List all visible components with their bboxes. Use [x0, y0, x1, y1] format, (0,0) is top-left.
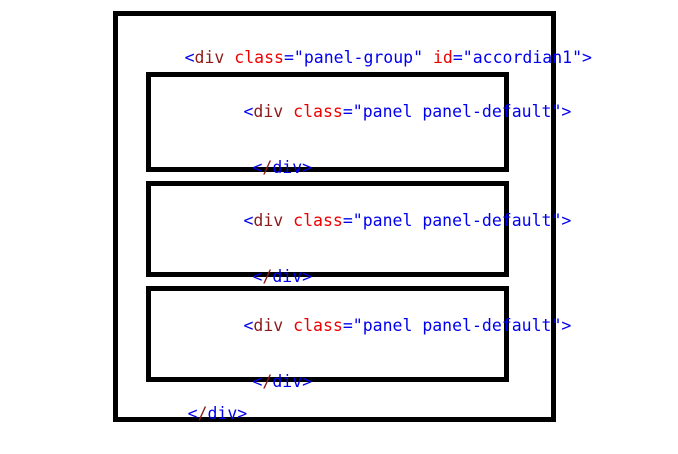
tag-open-delimiter: < — [243, 102, 254, 121]
tag-name: div — [194, 48, 225, 67]
space — [283, 102, 293, 121]
closing-slash: / — [197, 404, 208, 423]
panel-open-tag: <div class="panel panel-default"> — [164, 192, 571, 249]
class-attribute-value: ="panel-group" — [283, 48, 424, 67]
panel-default-box-1: <div class="panel panel-default"> </div> — [146, 72, 571, 177]
tag-name-and-close: div> — [272, 158, 313, 177]
closing-slash: / — [262, 372, 273, 391]
tag-close-delimiter: > — [561, 211, 572, 230]
class-attribute-name: class — [234, 48, 284, 67]
tag-open-delimiter: < — [243, 211, 254, 230]
panel-default-box-2: <div class="panel panel-default"> </div> — [146, 181, 571, 286]
panel-default-box-3: <div class="panel panel-default"> </div> — [146, 286, 571, 391]
tag-open-delimiter: < — [187, 404, 198, 423]
tag-name: div — [253, 316, 284, 335]
id-attribute-name: id — [432, 48, 453, 67]
tag-name-and-close: div> — [207, 404, 248, 423]
space — [283, 316, 293, 335]
class-attribute-value: ="panel panel-default" — [342, 316, 562, 335]
tag-name-and-close: div> — [272, 267, 313, 286]
space — [283, 211, 293, 230]
panel-close-tag: </div> — [173, 139, 312, 196]
panel-close-tag: </div> — [173, 353, 312, 410]
closing-slash: / — [262, 158, 273, 177]
space — [423, 48, 433, 67]
tag-name: div — [253, 102, 284, 121]
panel-group-open-tag: <div class="panel-group" id="accordian1"… — [125, 29, 592, 86]
class-attribute-name: class — [293, 316, 343, 335]
tag-open-delimiter: < — [184, 48, 195, 67]
class-attribute-name: class — [293, 211, 343, 230]
tag-name-and-close: div> — [272, 372, 313, 391]
tag-close-delimiter: > — [561, 102, 572, 121]
tag-open-delimiter: < — [252, 267, 263, 286]
panel-group-close-tag: </div> — [128, 385, 248, 442]
class-attribute-value: ="panel panel-default" — [342, 211, 562, 230]
id-attribute-value: ="accordian1" — [452, 48, 582, 67]
panel-open-tag: <div class="panel panel-default"> — [164, 83, 571, 140]
class-attribute-value: ="panel panel-default" — [342, 102, 562, 121]
closing-slash: / — [262, 267, 273, 286]
panel-group-box: <div class="panel-group" id="accordian1"… — [113, 11, 592, 423]
class-attribute-name: class — [293, 102, 343, 121]
tag-close-delimiter: > — [582, 48, 592, 67]
tag-open-delimiter: < — [252, 372, 263, 391]
panel-open-tag: <div class="panel panel-default"> — [164, 297, 571, 354]
panel-close-tag: </div> — [173, 248, 312, 305]
tag-open-delimiter: < — [252, 158, 263, 177]
tag-close-delimiter: > — [561, 316, 572, 335]
tag-open-delimiter: < — [243, 316, 254, 335]
space — [224, 48, 234, 67]
tag-name: div — [253, 211, 284, 230]
